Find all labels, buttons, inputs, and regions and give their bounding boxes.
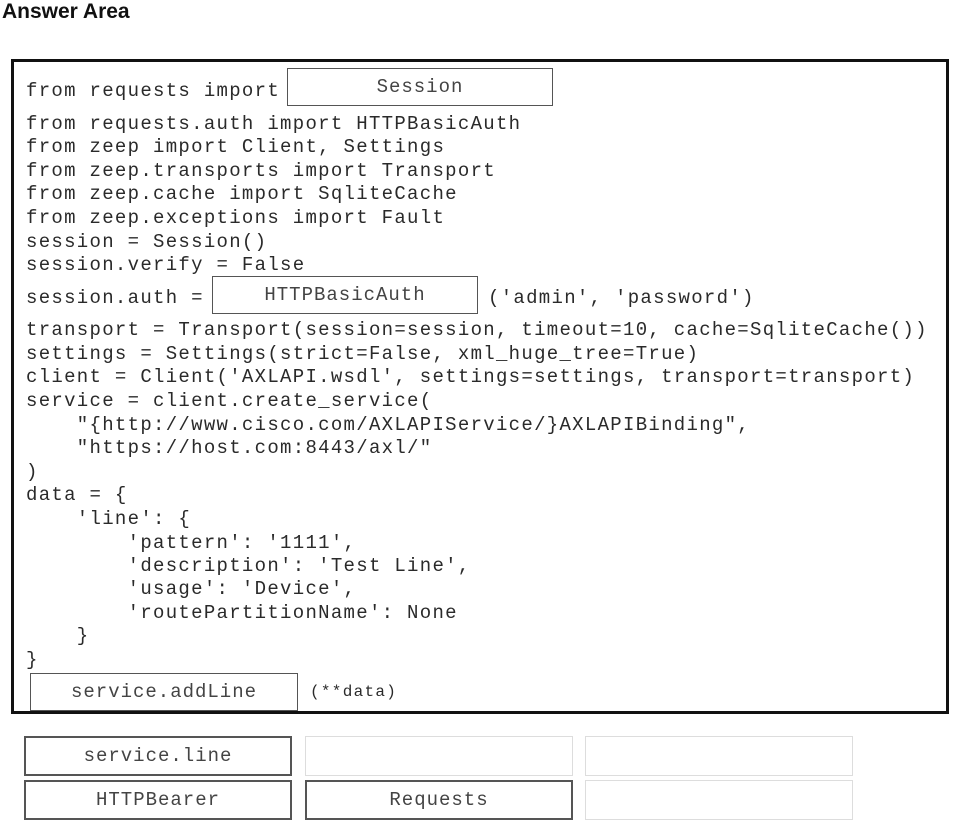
- code-line: from zeep.exceptions import Fault: [26, 207, 446, 229]
- code-line: }: [26, 625, 90, 647]
- code-line: 'usage': 'Device',: [26, 578, 357, 600]
- code-line: "https://host.com:8443/axl/": [26, 437, 433, 459]
- code-line: 'routePartitionName': None: [26, 602, 458, 624]
- code-line: transport = Transport(session=session, t…: [26, 319, 928, 341]
- code-line: settings = Settings(strict=False, xml_hu…: [26, 343, 700, 365]
- code-line: 'pattern': '1111',: [26, 532, 357, 554]
- code-line: 'description': 'Test Line',: [26, 555, 471, 577]
- option-httpbearer[interactable]: HTTPBearer: [24, 780, 292, 820]
- answer-area-title: Answer Area: [2, 0, 130, 23]
- import-drop-slot[interactable]: Session: [287, 68, 553, 106]
- code-line: "{http://www.cisco.com/AXLAPIService/}AX…: [26, 414, 751, 436]
- code-line: (**data): [310, 683, 398, 701]
- option-empty-slot: [585, 780, 853, 820]
- auth-drop-slot[interactable]: HTTPBasicAuth: [212, 276, 478, 314]
- option-requests[interactable]: Requests: [305, 780, 573, 820]
- code-line: ('admin', 'password'): [488, 287, 755, 309]
- code-answer-area: from requests import Session from reques…: [11, 59, 949, 714]
- call-drop-slot[interactable]: service.addLine: [30, 673, 298, 711]
- option-empty-slot: [585, 736, 853, 776]
- code-line: service = client.create_service(: [26, 390, 433, 412]
- code-line: 'line': {: [26, 508, 192, 530]
- code-line: from requests.auth import HTTPBasicAuth: [26, 113, 522, 135]
- code-line: from requests import: [26, 80, 281, 102]
- code-line: session.auth =: [26, 287, 204, 309]
- code-line: client = Client('AXLAPI.wsdl', settings=…: [26, 366, 916, 388]
- option-empty-slot: [305, 736, 573, 776]
- code-line: session.verify = False: [26, 254, 306, 276]
- code-line: from zeep.cache import SqliteCache: [26, 183, 458, 205]
- code-line: from zeep import Client, Settings: [26, 136, 446, 158]
- code-line: ): [26, 461, 39, 483]
- code-line: }: [26, 649, 39, 671]
- option-service-line[interactable]: service.line: [24, 736, 292, 776]
- code-line: data = {: [26, 484, 128, 506]
- code-line: session = Session(): [26, 231, 268, 253]
- code-line: from zeep.transports import Transport: [26, 160, 496, 182]
